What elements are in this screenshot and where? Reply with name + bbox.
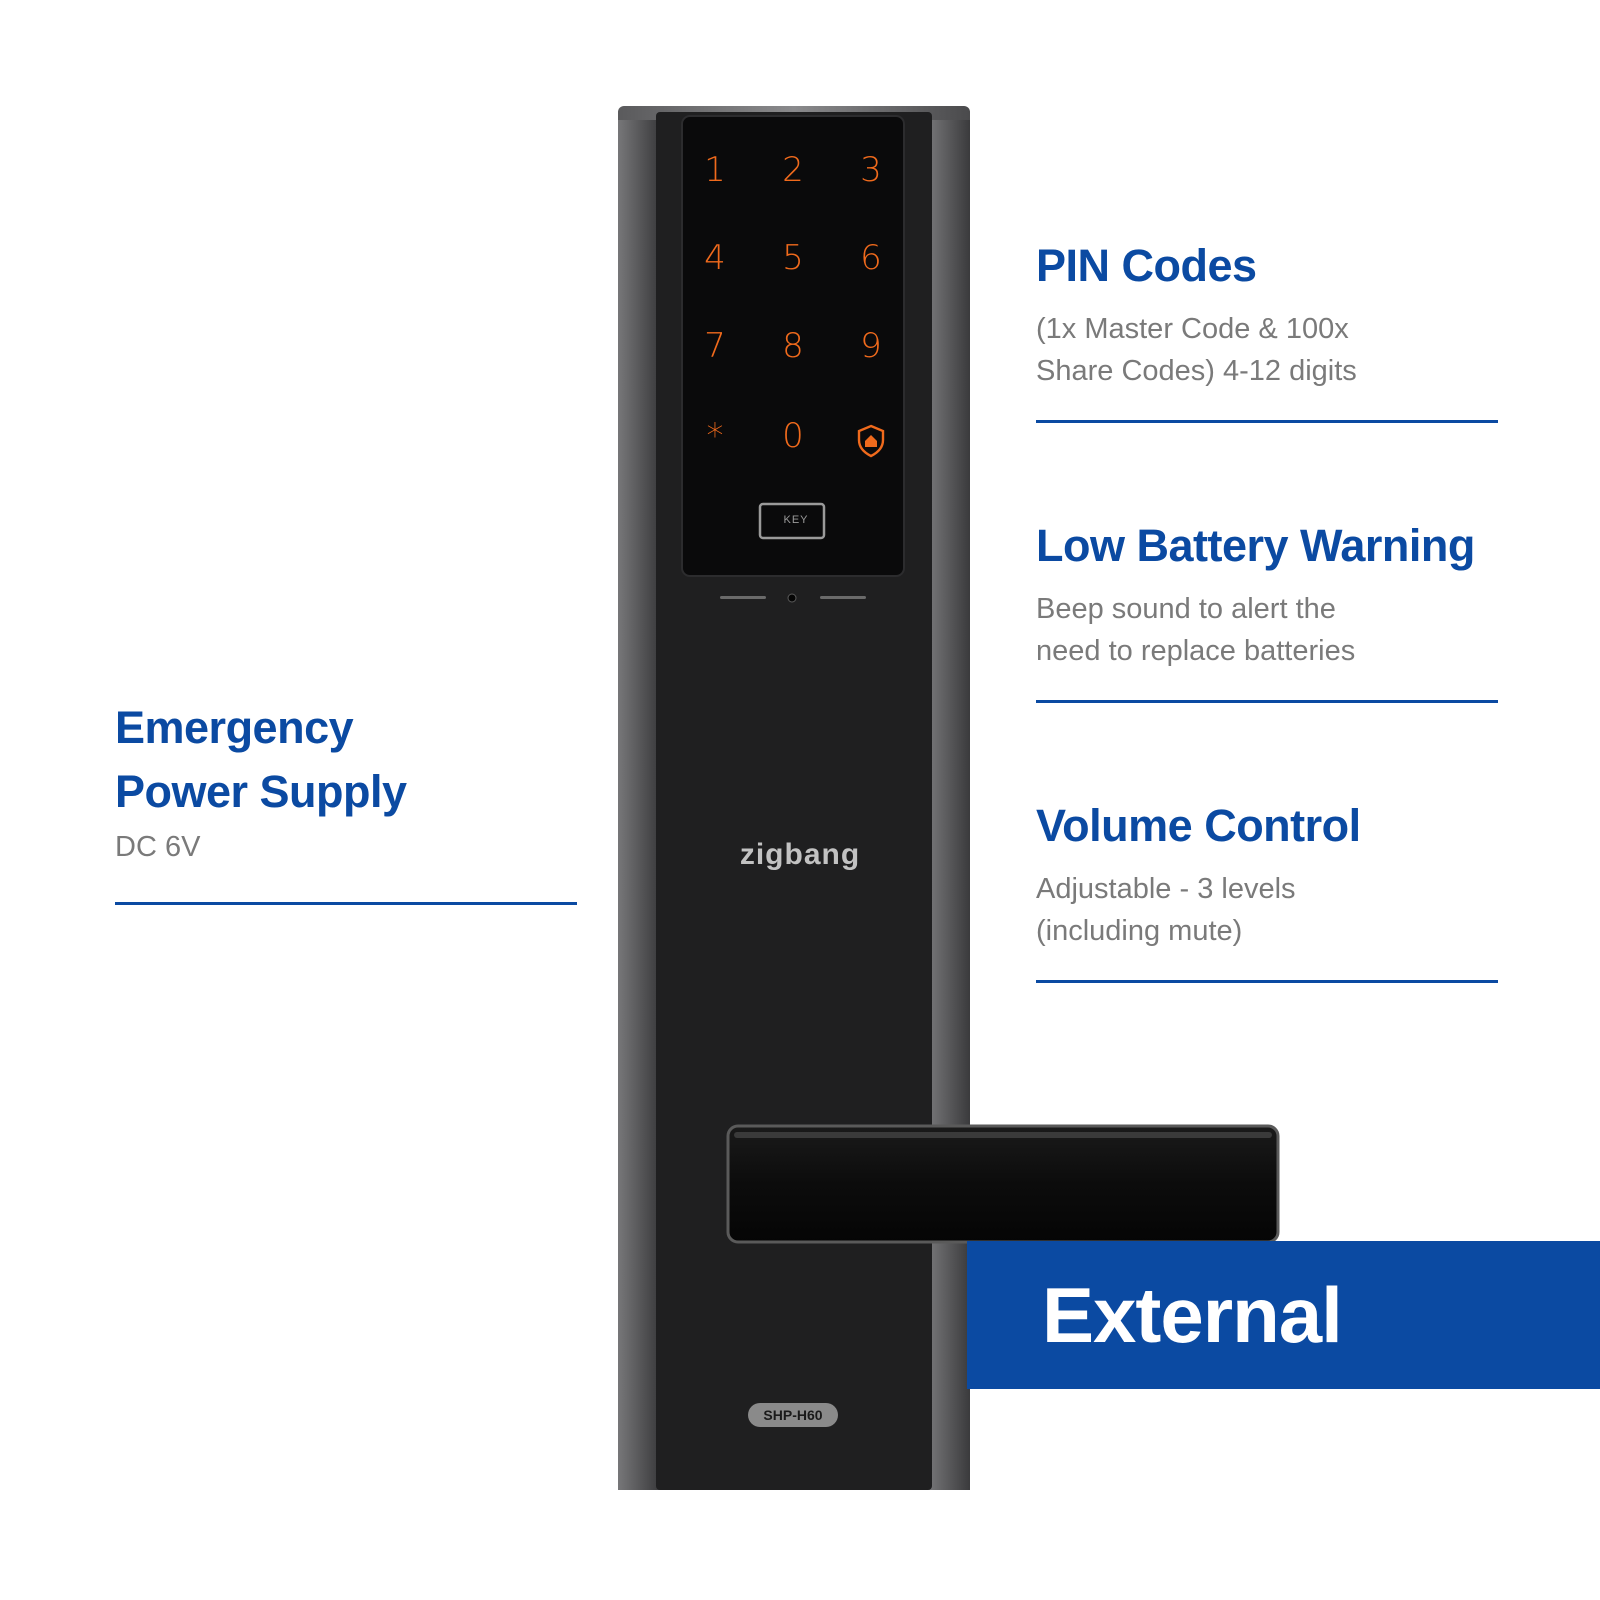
feature-title: Volume Control (1036, 800, 1361, 851)
keypad-key[interactable]: 6 (860, 238, 882, 278)
keypad-key[interactable]: 2 (782, 150, 804, 190)
feature-divider (1036, 980, 1498, 983)
feature-description: Adjustable - 3 levels (including mute) (1036, 873, 1296, 947)
feature-divider (115, 902, 577, 905)
lock-right-side (928, 120, 970, 1490)
home-shield-icon (857, 424, 885, 458)
feature-divider (1036, 420, 1498, 423)
lock-left-side (618, 120, 660, 1490)
lock-front-plate (656, 112, 932, 1490)
brand-logo: zigbang (739, 838, 861, 871)
feature-divider (1036, 700, 1498, 703)
keypad-key[interactable]: 1 (704, 150, 726, 190)
keypad-key[interactable]: 7 (704, 326, 726, 366)
feature-title: Emergency Power Supply (115, 702, 407, 817)
keypad-key[interactable]: 4 (704, 238, 726, 278)
model-badge: SHP-H60 (748, 1403, 838, 1427)
lock-frame (618, 106, 970, 1490)
keypad-key[interactable]: 8 (782, 326, 804, 366)
banner-label: External (1042, 1271, 1343, 1359)
sensor-dot (787, 593, 797, 603)
feature-description: Beep sound to alert the need to replace … (1036, 593, 1356, 667)
keypad-key[interactable]: 3 (860, 150, 882, 190)
card-reader-label: KEY (783, 514, 809, 526)
feature-title: PIN Codes (1036, 240, 1257, 291)
indicator-slot-right (820, 596, 866, 599)
door-handle (726, 1124, 1280, 1244)
feature-title: Low Battery Warning (1036, 520, 1475, 571)
external-banner: External (967, 1241, 1600, 1389)
feature-low-battery-warning: Low Battery Warning Beep sound to alert … (1036, 514, 1556, 703)
keypad-glass (681, 115, 905, 577)
keypad-key[interactable]: * (706, 416, 724, 456)
feature-pin-codes: PIN Codes (1x Master Code & 100x Share C… (1036, 234, 1498, 423)
keypad-key[interactable]: 9 (860, 326, 882, 366)
handle-highlight (734, 1132, 1272, 1138)
card-reader-icon (758, 502, 826, 540)
keypad-key[interactable]: 0 (782, 416, 804, 456)
feature-emergency-power: Emergency Power Supply DC 6V (115, 696, 577, 905)
feature-volume-control: Volume Control Adjustable - 3 levels (in… (1036, 794, 1498, 983)
keypad-key[interactable]: 5 (782, 238, 804, 278)
feature-description: DC 6V (115, 831, 201, 863)
feature-description: (1x Master Code & 100x Share Codes) 4-12… (1036, 313, 1357, 387)
indicator-slot-left (720, 596, 766, 599)
